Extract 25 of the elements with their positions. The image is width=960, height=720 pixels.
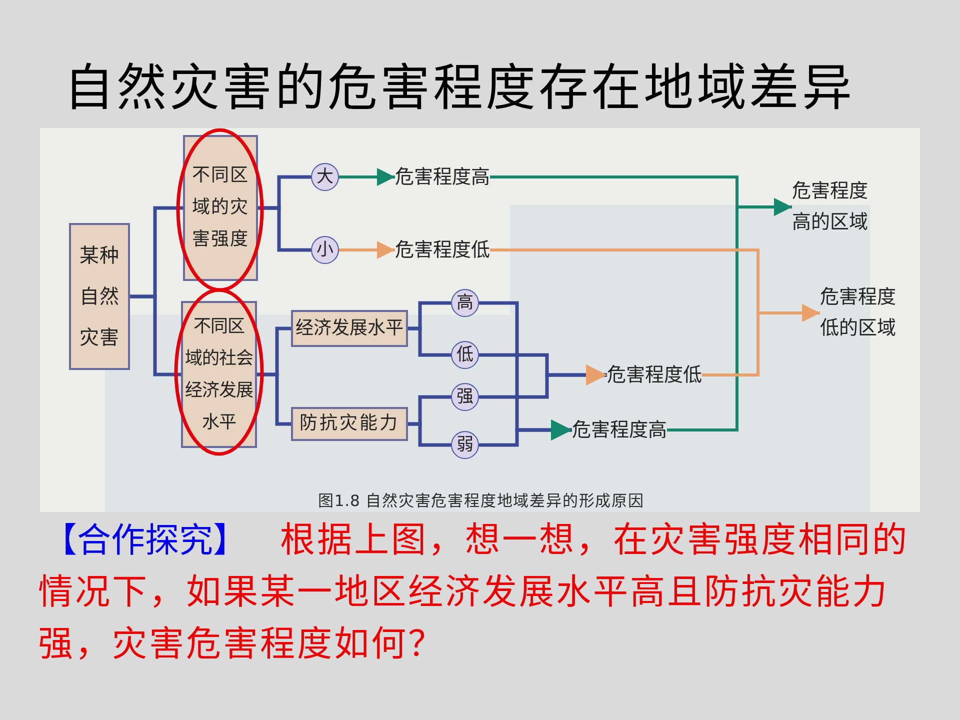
slide-title: 自然灾害的危害程度存在地域差异 (64, 58, 854, 118)
arrow (339, 241, 395, 259)
question-text: 【合作探究】 根据上图，想一想，在灾害强度相同的情况下，如果某一地区经济发展水平高且防抗灾能力强，灾害危害程度如何？ (38, 520, 910, 667)
factor-box: 经济发展水平 (291, 310, 408, 347)
outcome-label: 危害程度低 (395, 238, 490, 262)
connector-line (258, 206, 311, 252)
connector-line (408, 326, 451, 357)
region-label: 危害程度高的区域 (792, 176, 872, 238)
arrow (339, 168, 395, 186)
figure-caption: 图1.8 自然灾害危害程度地域差异的形成原因 (318, 491, 644, 511)
factor-box: 不同区域的社会经济发展水平 (181, 301, 257, 448)
arrow (479, 364, 607, 399)
region-label: 危害程度低的区域 (820, 282, 900, 344)
outcome-label: 危害程度高 (395, 165, 490, 189)
factor-box: 不同区域的灾害强度 (183, 135, 258, 281)
outcome-label: 危害程度低 (607, 363, 702, 387)
connector-line (257, 372, 291, 426)
outcome-label: 危害程度高 (572, 418, 667, 442)
hazard-box: 某种自然灾害 (69, 223, 130, 370)
factor-box: 防抗灾能力 (291, 407, 408, 441)
arrow (702, 304, 820, 376)
connector-line (408, 422, 451, 447)
arrow (479, 420, 572, 447)
connector-line (130, 294, 181, 376)
arrow (667, 198, 792, 432)
